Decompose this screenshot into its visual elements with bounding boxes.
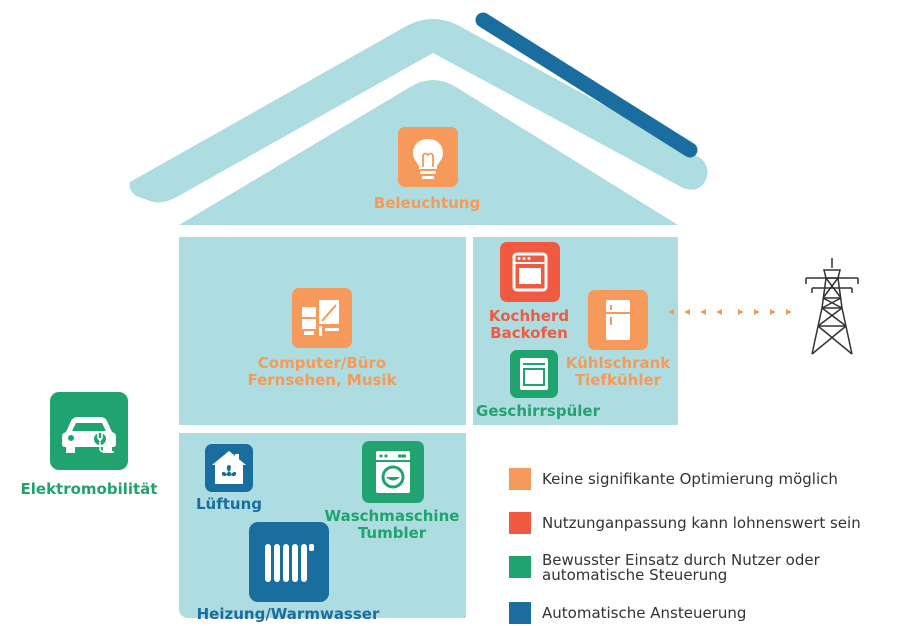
ev-icon-box (50, 392, 128, 470)
electric-car-icon (62, 417, 116, 453)
roof-accent (475, 12, 698, 158)
roof (129, 19, 708, 203)
ventilation-icon-box (205, 444, 253, 492)
legend-swatch-blue (509, 602, 531, 624)
legend-swatch-green (509, 556, 531, 578)
grid-arrow-7 (770, 309, 776, 315)
legend-label-red: Nutzunganpassung kann lohnenswert sein (542, 514, 861, 532)
ventilation-icon (212, 451, 246, 484)
oven-icon (512, 252, 548, 292)
legend-swatch-orange (509, 468, 531, 490)
ev-label: Elektromobilität (20, 480, 158, 498)
ventilation-label: Lüftung (195, 495, 263, 513)
washer-label: Waschmaschine Tumbler (325, 508, 460, 542)
grid-arrow-8 (786, 309, 792, 315)
stove-label: Kochherd Backofen (489, 308, 569, 342)
grid-arrow-2 (684, 309, 690, 315)
fridge-icon-box (588, 290, 648, 350)
legend-label-orange: Keine signifikante Optimierung möglich (542, 470, 838, 488)
lighting-icon-box (398, 127, 458, 187)
fridge-label: Kühlschrank Tiefkühler (566, 355, 671, 389)
radiator-icon (265, 544, 314, 582)
fridge-label-line2: Tiefkühler (574, 371, 662, 389)
washer-label-line1: Waschmaschine (324, 507, 460, 525)
computer-label: Computer/Büro Fernsehen, Musik (247, 355, 396, 389)
lightbulb-icon (413, 139, 443, 179)
power-pylon-icon (805, 258, 859, 355)
grid-arrow-5 (738, 309, 744, 315)
lighting-label: Beleuchtung (373, 194, 481, 212)
heating-icon-box (249, 522, 329, 602)
legend-label-green-2: automatische Steuerung (542, 566, 728, 584)
washer-label-line2: Tumbler (357, 524, 427, 542)
dishwasher-icon (520, 358, 548, 390)
stove-label-line1: Kochherd (488, 307, 570, 325)
grid-arrow-3 (700, 309, 706, 315)
computer-label-line1: Computer/Büro (257, 354, 387, 372)
dishwasher-label: Geschirrspüler (476, 402, 600, 420)
grid-arrow-1 (668, 309, 674, 315)
stove-label-line2: Backofen (490, 324, 568, 342)
legend-label-blue: Automatische Ansteuerung (542, 604, 747, 622)
grid-arrow-4 (716, 309, 722, 315)
heating-label: Heizung/Warmwasser (196, 605, 380, 623)
legend-label-green-1: Bewusster Einsatz durch Nutzer oder (542, 551, 820, 569)
computer-label-line2: Fernsehen, Musik (247, 371, 397, 389)
grid-connection-arrows (668, 309, 792, 315)
fridge-icon (606, 300, 630, 340)
washer-icon-box (362, 441, 424, 503)
computer-tv-icon (302, 300, 339, 336)
grid-arrow-6 (754, 309, 760, 315)
fridge-label-line1: Kühlschrank (565, 354, 671, 372)
washing-machine-icon (376, 451, 410, 493)
computer-icon-box (292, 288, 352, 348)
dishwasher-icon-box (510, 350, 558, 398)
stove-icon-box (500, 242, 560, 302)
legend-swatch-red (509, 512, 531, 534)
